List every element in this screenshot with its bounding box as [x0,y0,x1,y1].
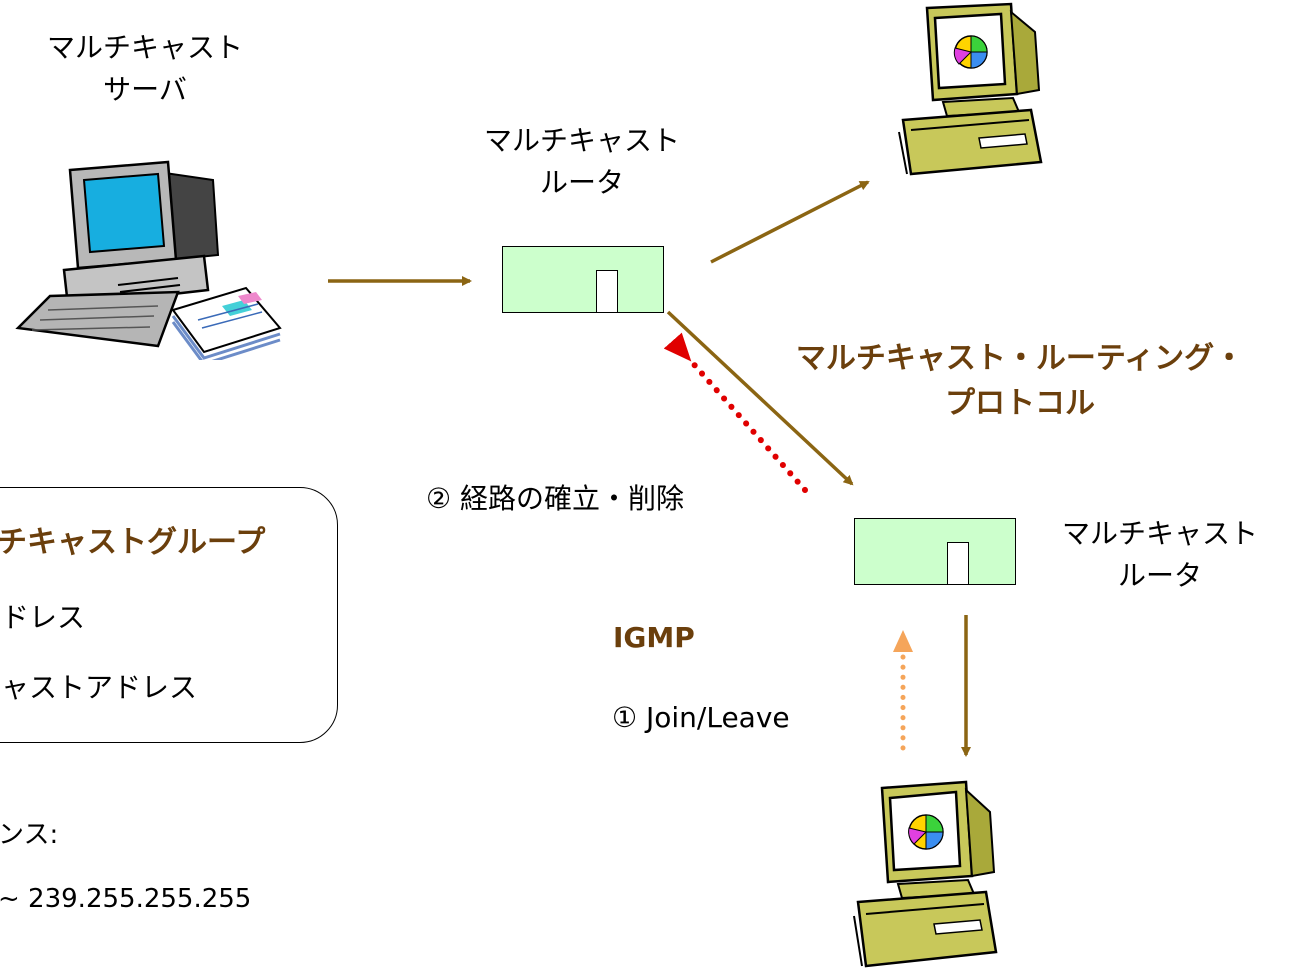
group-box-line1: ドレス [1,601,86,634]
router-port [596,270,618,313]
join-leave-label: ① Join/Leave [612,701,790,734]
route-setup-label: ② 経路の確立・削除 [426,482,685,515]
server-label: マルチキャスト サーバ [46,31,243,106]
group-box-line2: ャストアドレス [1,671,198,704]
router-port [947,542,969,585]
client-computer-icon [853,780,998,968]
route-setup-dotted-arrow [663,332,808,493]
multicast-group-box: チキャストグループ ドレス ャストアドレス [0,487,338,743]
router-bottom [854,518,1016,585]
router-top [502,246,664,313]
address-range-note: ンス: ~ 239.255.255.255 [0,820,252,914]
arrow-router-to-router [666,310,854,486]
arrow-router-to-top-client [710,180,870,264]
client-computer-icon [898,2,1043,176]
router-bottom-label: マルチキャスト ルータ [1061,517,1258,592]
group-box-title: チキャストグループ [0,525,266,560]
router-top-label: マルチキャスト ルータ [483,124,680,199]
igmp-label: IGMP [613,621,695,654]
server-computer-icon [15,160,282,360]
routing-protocol-label: マルチキャスト・ルーティング・ プロトコル [795,341,1245,421]
